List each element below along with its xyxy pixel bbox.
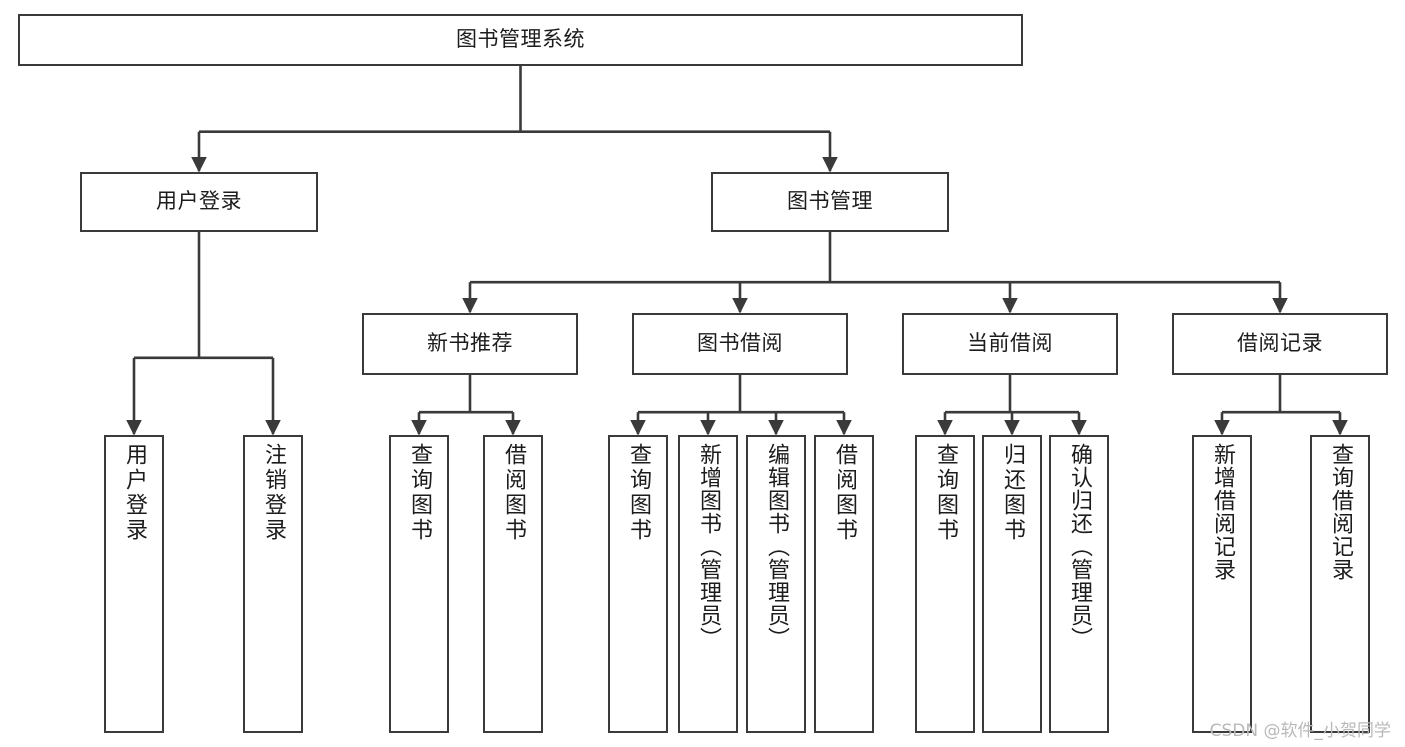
node-leaf-d3[interactable]: 确认归还（管理员）	[1049, 435, 1109, 733]
watermark: CSDN @软件_小贺同学	[1209, 721, 1391, 741]
node-leaf-c1[interactable]: 查询图书	[608, 435, 668, 733]
node-label: 编辑图书（管理员）	[764, 443, 789, 650]
node-label: 查询图书	[626, 443, 651, 543]
node-leaf-a1[interactable]: 用户登录	[104, 435, 164, 733]
node-l3b[interactable]: 图书借阅	[632, 313, 848, 375]
node-label: 归还图书	[1000, 443, 1025, 543]
node-l3a[interactable]: 新书推荐	[362, 313, 578, 375]
node-leaf-d1[interactable]: 查询图书	[915, 435, 975, 733]
node-leaf-e1[interactable]: 新增借阅记录	[1192, 435, 1252, 733]
node-label: 借阅记录	[1237, 331, 1323, 356]
node-label: 图书管理	[787, 189, 873, 214]
node-leaf-e2[interactable]: 查询借阅记录	[1310, 435, 1370, 733]
node-label: 查询图书	[407, 443, 432, 543]
node-label: 新书推荐	[427, 331, 513, 356]
node-leaf-b1[interactable]: 查询图书	[389, 435, 449, 733]
node-leaf-b2[interactable]: 借阅图书	[483, 435, 543, 733]
node-leaf-c3[interactable]: 编辑图书（管理员）	[746, 435, 806, 733]
node-label: 用户登录	[122, 443, 147, 543]
node-label: 借阅图书	[832, 443, 857, 543]
node-l2b[interactable]: 图书管理	[711, 172, 949, 232]
node-root[interactable]: 图书管理系统	[18, 14, 1023, 66]
node-label: 当前借阅	[967, 331, 1053, 356]
node-label: 注销登录	[261, 443, 286, 543]
node-leaf-a2[interactable]: 注销登录	[243, 435, 303, 733]
node-label: 新增图书（管理员）	[696, 443, 721, 650]
node-leaf-c4[interactable]: 借阅图书	[814, 435, 874, 733]
node-label: 图书管理系统	[456, 27, 585, 52]
node-label: 新增借阅记录	[1210, 443, 1235, 581]
node-label: 确认归还（管理员）	[1067, 443, 1092, 650]
node-label: 图书借阅	[697, 331, 783, 356]
node-label: 查询借阅记录	[1328, 443, 1353, 581]
node-leaf-d2[interactable]: 归还图书	[982, 435, 1042, 733]
node-label: 用户登录	[156, 189, 242, 214]
node-label: 借阅图书	[501, 443, 526, 543]
node-leaf-c2[interactable]: 新增图书（管理员）	[678, 435, 738, 733]
node-l2a[interactable]: 用户登录	[80, 172, 318, 232]
node-l3d[interactable]: 借阅记录	[1172, 313, 1388, 375]
node-label: 查询图书	[933, 443, 958, 543]
node-l3c[interactable]: 当前借阅	[902, 313, 1118, 375]
